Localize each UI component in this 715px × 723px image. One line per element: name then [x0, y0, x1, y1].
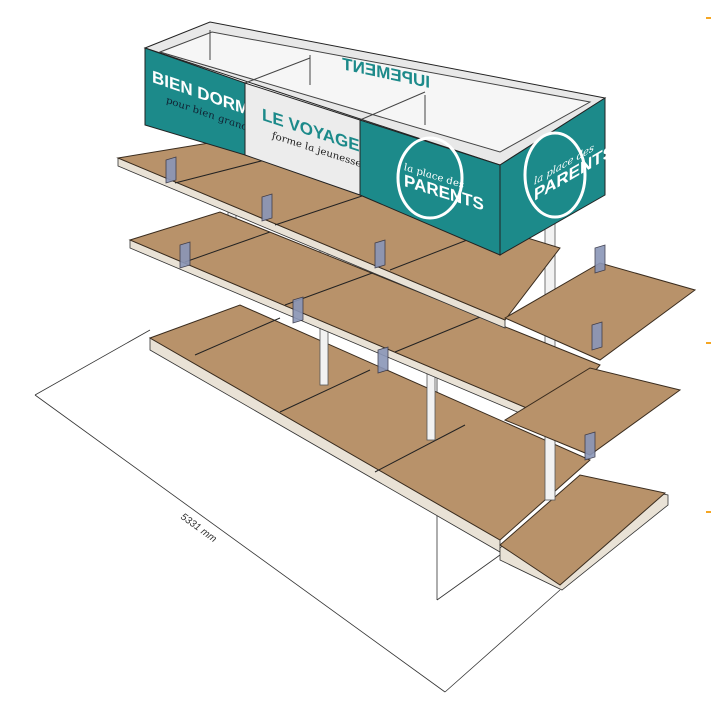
bottom-shelf-tier[interactable] — [148, 304, 669, 591]
shelf-dividers — [165, 156, 606, 461]
top-shelf-tier[interactable] — [116, 141, 697, 361]
viewport-markers — [706, 17, 711, 513]
middle-shelf-tier[interactable] — [128, 211, 682, 456]
guide-line — [436, 554, 501, 601]
sign-box[interactable]: IUPEMENT BIEN DORMIR pour bien grandir L… — [143, 21, 614, 256]
sign-panel-parents-side — [499, 97, 606, 256]
dimension-label: 5331 mm — [178, 512, 218, 545]
parents-logo-circle — [396, 136, 464, 220]
parents-logo-circle — [523, 131, 587, 219]
